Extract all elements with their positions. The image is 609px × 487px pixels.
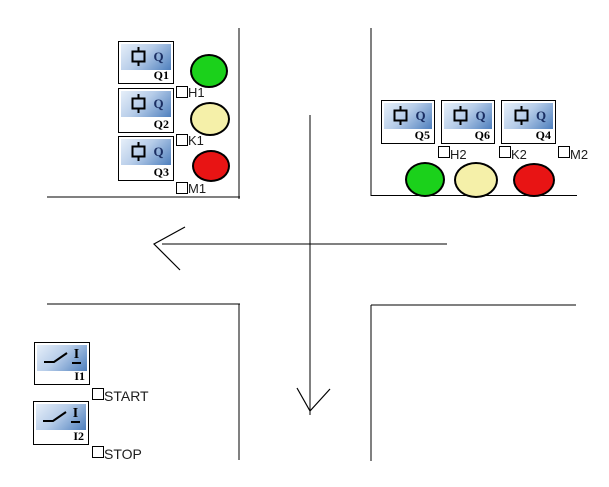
output-symbol: Q [153, 96, 164, 111]
output-block-q6-panel: Q [444, 103, 492, 129]
block-id-label: Q2 [153, 117, 169, 131]
input-block-i2-panel: I [36, 404, 86, 430]
output-symbol: Q [475, 108, 486, 123]
output-coil-icon [514, 106, 529, 125]
contact-square-m1 [176, 182, 188, 194]
input-symbol-dash [71, 420, 80, 423]
output-block-q5-panel: Q [384, 103, 432, 129]
output-symbol: Q [153, 49, 164, 64]
contact-label-m1: M1 [188, 181, 207, 196]
output-block-q3-panel: Q [121, 139, 171, 165]
start-label: START [104, 388, 149, 404]
input-symbol: I [72, 346, 81, 364]
output-coil-icon [453, 106, 468, 125]
output-coil-icon [131, 94, 146, 113]
contact-square-k1 [176, 134, 188, 146]
contact-label-k2: K2 [511, 147, 527, 162]
contact-label-h1: H1 [188, 85, 205, 100]
output-block-q4-panel: Q [504, 103, 553, 129]
output-symbol: Q [415, 108, 426, 123]
stop-contact-square[interactable] [92, 446, 104, 458]
input-symbol: I [71, 405, 80, 423]
block-id-label: I1 [74, 369, 85, 383]
north-light-yellow [454, 162, 498, 198]
output-coil-icon [393, 106, 408, 125]
contact-label-k1: K1 [188, 133, 204, 148]
output-block-q6: Q Q6 [441, 100, 495, 144]
north-light-red [513, 163, 555, 197]
block-id-label: I2 [73, 429, 84, 443]
stop-label: STOP [104, 446, 142, 462]
contact-square-h1 [176, 86, 188, 98]
input-symbol-dash [72, 361, 81, 364]
contact-label-h2: H2 [450, 147, 467, 162]
input-block-i2[interactable]: I I2 [33, 401, 89, 445]
output-symbol: Q [153, 144, 164, 159]
output-block-q5: Q Q5 [381, 100, 435, 144]
output-block-q2: Q Q2 [118, 88, 174, 133]
west-light-green [190, 54, 228, 88]
output-block-q2-panel: Q [121, 91, 171, 117]
north-light-green [405, 162, 445, 197]
block-id-label: Q6 [474, 128, 490, 142]
block-id-label: Q4 [535, 128, 551, 142]
output-symbol: Q [535, 108, 547, 123]
block-id-label: Q3 [153, 165, 169, 179]
block-id-label: Q1 [153, 68, 169, 82]
start-contact-square[interactable] [92, 388, 104, 400]
input-block-i1[interactable]: I I1 [34, 342, 90, 385]
output-block-q1-panel: Q [121, 44, 171, 70]
switch-contact-icon [43, 411, 67, 422]
contact-square-k2 [499, 146, 511, 158]
output-block-q3: Q Q3 [118, 136, 174, 181]
output-block-q1: Q Q1 [118, 41, 174, 84]
contact-square-m2 [558, 146, 570, 158]
contact-label-m2: M2 [570, 147, 589, 162]
contact-square-h2 [438, 146, 450, 158]
west-light-red [192, 150, 230, 182]
input-block-i1-panel: I [37, 345, 87, 371]
output-block-q4: Q Q4 [501, 100, 556, 144]
output-coil-icon [131, 47, 146, 66]
output-coil-icon [131, 142, 146, 161]
west-light-yellow [190, 102, 230, 136]
switch-contact-icon [44, 352, 68, 363]
block-id-label: Q5 [414, 128, 430, 142]
